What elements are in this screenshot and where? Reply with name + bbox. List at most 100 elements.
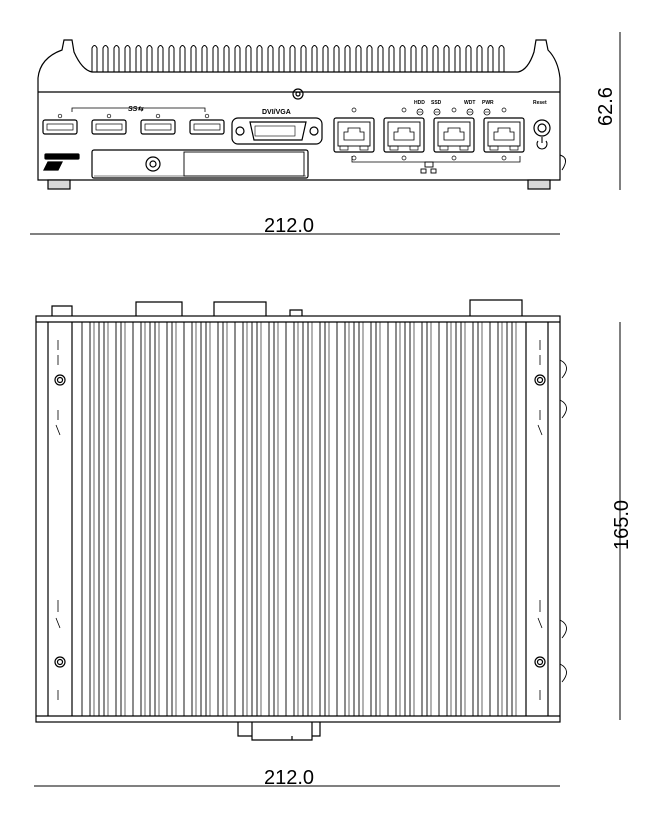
heatsink-fin [487,45,494,72]
front-side-slot [43,153,80,171]
heatsink-fin [454,45,461,72]
heatsink-fin [234,45,241,72]
heatsink-fin [234,321,244,717]
heatsink-fin [102,45,109,72]
power-icon [536,137,548,150]
top-heatsink-fins [81,321,517,717]
heatsink-fin [183,321,193,717]
front-chassis-outline [37,39,561,181]
heatsink-fin [370,321,377,717]
hdd-label: HDD [414,100,425,106]
heatsink-fin [166,321,173,717]
status-led [433,108,441,116]
heatsink-fin [387,321,397,717]
top-depth-value: 165.0 [611,500,633,550]
front-width-value: 212.0 [264,215,314,237]
heatsink-fin [302,321,309,717]
heatsink-fin [98,321,105,717]
heatsink-fin [268,321,275,717]
heatsink-fin [472,321,479,717]
usb-port [189,113,225,135]
heatsink-fin [443,45,450,72]
heatsink-fin [432,45,439,72]
heatsink-fin [404,321,411,717]
heatsink-fin [267,45,274,72]
heatsink-fin [311,45,318,72]
heatsink-fin [344,45,351,72]
heatsink-fin [149,321,156,717]
heatsink-fin [353,321,360,717]
heatsink-fin [223,45,230,72]
top-view [35,299,567,741]
rj45-port [333,107,375,161]
heatsink-fin [113,45,120,72]
heatsink-fin [289,45,296,72]
heatsink-fin [146,45,153,72]
heatsink-fin [245,45,252,72]
heatsink-fin [200,321,207,717]
heatsink-fin [421,321,428,717]
usb-port [91,113,127,135]
top-mount-screws [54,374,546,668]
lan-port-group [333,107,525,161]
top-rear-connectors [51,299,523,316]
heatsink-fin [506,321,513,717]
top-front-connectors [237,722,321,741]
heatsink-fin [168,45,175,72]
heatsink-fin [377,45,384,72]
front-foot-right [527,179,551,190]
heatsink-fin [336,321,346,717]
heatsink-fin [278,45,285,72]
heatsink-fin [498,45,505,72]
top-side-slots [55,340,543,700]
status-led [466,108,474,116]
heatsink-fin [285,321,295,717]
status-led [416,108,424,116]
front-drive-tray [91,149,309,179]
pwr-label: PWR [482,100,494,106]
dvi-vga-port [231,117,323,145]
ssd-label: SSD [431,100,442,106]
reset-label: Reset [533,100,547,106]
heatsink-fin [366,45,373,72]
rj45-port [433,107,475,161]
heatsink-fin [212,45,219,72]
top-chassis-outline [35,315,561,723]
heatsink-fin [455,321,462,717]
heatsink-fin [179,45,186,72]
heatsink-fin [81,321,91,717]
heatsink-fin [132,321,142,717]
heatsink-fin [438,321,448,717]
front-foot-left [47,179,71,190]
front-screw [292,88,304,100]
heatsink-fin [388,45,395,72]
front-heatsink-fins [91,45,505,72]
heatsink-fin [421,45,428,72]
heatsink-fin [124,45,131,72]
usb-port [140,113,176,135]
heatsink-fin [201,45,208,72]
heatsink-fin [217,321,224,717]
heatsink-fin [91,45,98,72]
rj45-port [483,107,525,161]
status-led [483,108,491,116]
heatsink-fin [355,45,362,72]
heatsink-fin [333,45,340,72]
heatsink-fin [157,45,164,72]
status-led-group [416,108,491,116]
dvi-vga-label: DVI/VGA [262,109,291,116]
rj45-port [383,107,425,161]
heatsink-fin [300,45,307,72]
heatsink-fin [399,45,406,72]
usb-port-group [42,113,225,135]
heatsink-fin [319,321,326,717]
heatsink-fin [135,45,142,72]
front-view [37,39,566,190]
usb-port [42,113,78,135]
usb-label: SS⇆ [128,106,144,113]
reset-button [533,119,551,137]
heatsink-fin [256,45,263,72]
heatsink-fin [476,45,483,72]
heatsink-fin [410,45,417,72]
